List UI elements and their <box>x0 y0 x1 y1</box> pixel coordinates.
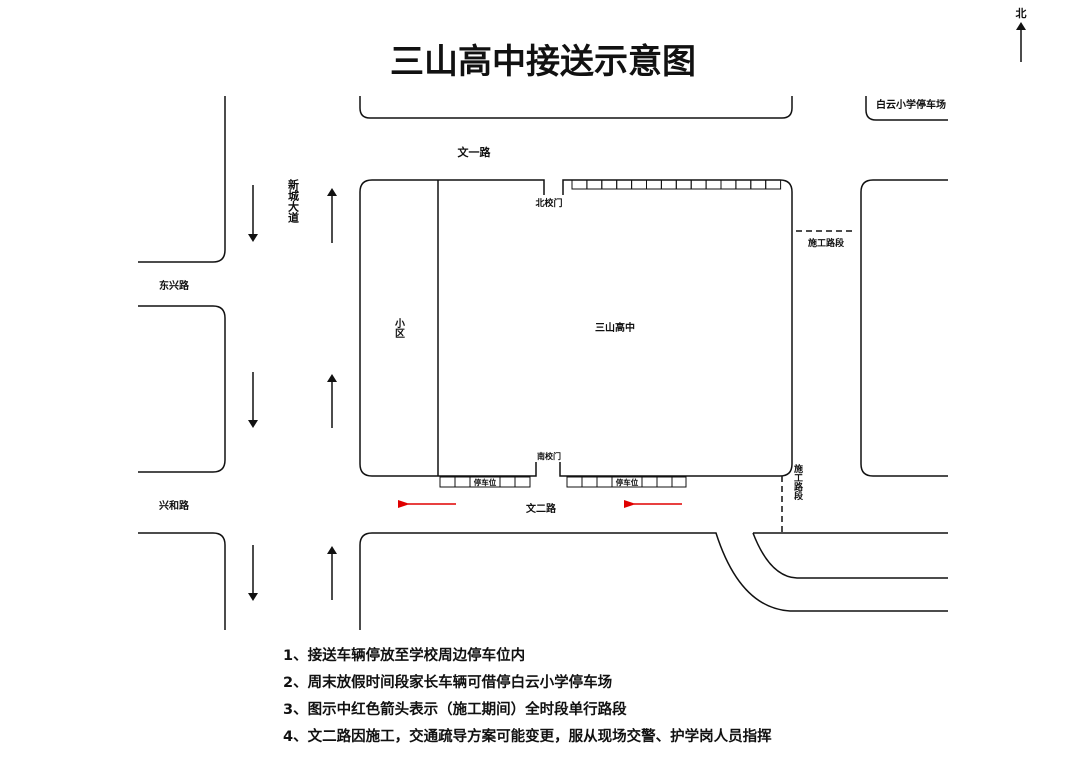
parking-space <box>735 179 752 190</box>
parking-space <box>596 476 613 488</box>
note-item: 3、图示中红色箭头表示（施工期间）全时段单行路段 <box>283 702 627 718</box>
label-south-gate: 南校门 <box>537 451 561 461</box>
block-baiyun-parking <box>865 96 948 121</box>
note-item: 1、接送车辆停放至学校周边停车位内 <box>283 648 526 664</box>
parking-space <box>601 179 618 190</box>
parking-space <box>514 476 531 488</box>
school-block-east <box>559 179 793 477</box>
notes-list: 1、接送车辆停放至学校周边停车位内 2、周末放假时间段家长车辆可借停白云小学停车… <box>283 645 772 753</box>
label-xincheng-avenue: 新城大道 <box>287 178 300 224</box>
note-item: 2、周末放假时间段家长车辆可借停白云小学停车场 <box>283 675 613 691</box>
label-north-gate: 北校门 <box>535 197 562 209</box>
parking-space <box>566 476 583 488</box>
parking-space <box>660 179 677 190</box>
block-right <box>860 179 948 477</box>
block-top-middle <box>359 96 793 119</box>
label-residential: 小区 <box>393 317 406 338</box>
parking-space <box>656 476 673 488</box>
parking-space <box>439 476 456 488</box>
block-left-bottom <box>138 532 226 630</box>
parking-space <box>705 179 722 190</box>
parking-space <box>720 179 737 190</box>
label-construction-bottom: 施工路段 <box>792 463 803 501</box>
block-left-middle <box>138 305 226 473</box>
label-parking-left: 停车位 <box>474 477 497 487</box>
label-dongxing-road: 东兴路 <box>159 279 190 292</box>
school-block-west <box>359 179 545 477</box>
label-construction-top: 施工路段 <box>808 237 845 249</box>
label-parking-right: 停车位 <box>616 477 639 487</box>
parking-space <box>454 476 471 488</box>
block-bottom-right <box>752 532 948 579</box>
block-bottom-main <box>359 532 948 630</box>
parking-space <box>581 476 598 488</box>
parking-space <box>586 179 603 190</box>
parking-space <box>641 476 658 488</box>
parking-space <box>646 179 662 190</box>
label-xinghe-road: 兴和路 <box>159 499 190 512</box>
label-wener-road: 文二路 <box>526 502 557 515</box>
page-title: 三山高中接送示意图 <box>390 42 696 82</box>
parking-space <box>750 179 767 190</box>
label-baiyun-parking: 白云小学停车场 <box>876 98 946 111</box>
parking-space <box>671 476 687 488</box>
parking-space <box>631 179 647 190</box>
label-school: 三山高中 <box>595 321 635 334</box>
parking-space <box>499 476 516 488</box>
note-item: 4、文二路因施工，交通疏导方案可能变更，服从现场交警、护学岗人员指挥 <box>283 729 772 745</box>
parking-space <box>690 179 707 190</box>
parking-space <box>616 179 633 190</box>
block-left-top <box>138 96 226 263</box>
parking-space <box>765 179 782 190</box>
parking-space <box>571 179 588 190</box>
compass-label: 北 <box>1016 6 1027 20</box>
label-wenyi-road: 文一路 <box>458 145 492 159</box>
parking-space <box>675 179 692 190</box>
